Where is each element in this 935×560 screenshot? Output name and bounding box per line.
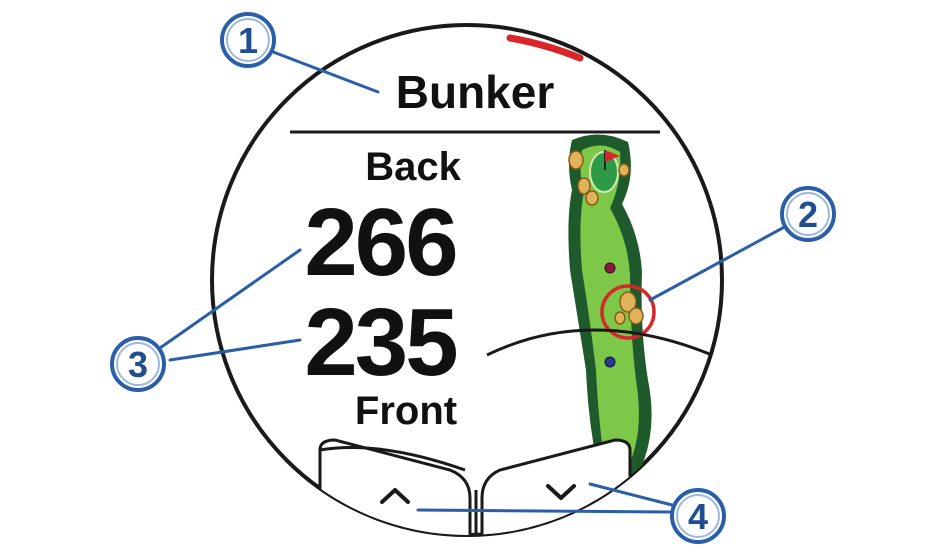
hole-fairway — [580, 145, 639, 465]
callout-2: 2 — [780, 186, 836, 242]
callout-3: 3 — [110, 336, 166, 392]
callout-3-leader-top — [158, 248, 302, 350]
callout-1-leader — [266, 48, 380, 94]
callout-4: 4 — [670, 488, 726, 544]
distance-arc — [486, 328, 713, 357]
chevron-up-icon — [380, 488, 410, 504]
back-distance: 266 — [304, 189, 455, 296]
hole-map — [568, 134, 656, 476]
callout-4-leader-left — [416, 508, 674, 514]
bunker-icon — [568, 150, 630, 206]
flag-icon — [604, 150, 620, 170]
chevron-down-icon — [546, 484, 576, 500]
callout-2-leader — [648, 222, 792, 302]
hazard-arc — [506, 34, 584, 62]
back-label: Back — [365, 145, 461, 189]
svg-text:1: 1 — [238, 20, 258, 61]
hazard-highlight-ring — [600, 284, 656, 340]
layup-marker — [604, 356, 616, 368]
svg-text:3: 3 — [128, 344, 148, 385]
front-distance: 235 — [304, 289, 456, 396]
selected-bunker[interactable] — [600, 284, 656, 340]
hazard-title: Bunker — [396, 66, 555, 118]
svg-text:4: 4 — [688, 496, 708, 537]
svg-text:2: 2 — [798, 194, 818, 235]
callout-3-leader-bottom — [168, 338, 302, 362]
layup-marker — [604, 262, 616, 274]
callout-4-leader-right — [588, 482, 674, 507]
callout-1: 1 — [220, 12, 276, 68]
front-label: Front — [355, 389, 457, 433]
